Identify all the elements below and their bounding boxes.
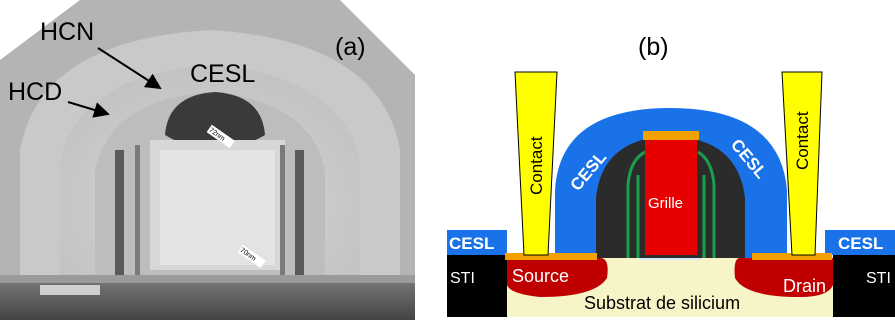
silicide-source xyxy=(505,253,597,260)
silicide-drain xyxy=(752,253,832,260)
panel-a-tem-image xyxy=(0,0,415,320)
cesl-left-flat xyxy=(447,230,507,255)
label-sti-left: STI xyxy=(450,270,475,287)
sti-right-block xyxy=(833,255,895,317)
cesl-right-flat xyxy=(825,230,895,255)
silicide-gate xyxy=(643,131,699,140)
label-drain: Drain xyxy=(783,276,826,296)
contact-right xyxy=(781,71,823,256)
label-grille: Grille xyxy=(648,195,683,212)
label-hcd: HCD xyxy=(8,78,62,106)
label-contact-left: Contact xyxy=(527,136,546,195)
contact-left xyxy=(514,71,558,256)
label-substrate: Substrat de silicium xyxy=(584,293,740,313)
label-sti-right: STI xyxy=(866,270,891,287)
label-hcn: HCN xyxy=(40,18,94,46)
arrow-hcn xyxy=(97,47,162,90)
label-cesl-right-flat: CESL xyxy=(838,234,883,253)
panel-a-tag: (a) xyxy=(335,33,366,61)
label-source: Source xyxy=(512,266,569,286)
gate-grille xyxy=(645,140,697,255)
source-region xyxy=(507,258,608,297)
panel-b-schematic xyxy=(447,71,895,317)
arrow-hcd xyxy=(67,101,110,118)
drain-region xyxy=(734,258,833,297)
label-cesl-left-flat: CESL xyxy=(449,234,494,253)
panel-b-tag: (b) xyxy=(638,33,669,61)
sti-left-block xyxy=(447,255,507,317)
label-contact-right: Contact xyxy=(793,111,812,170)
label-cesl-a: CESL xyxy=(190,60,255,88)
